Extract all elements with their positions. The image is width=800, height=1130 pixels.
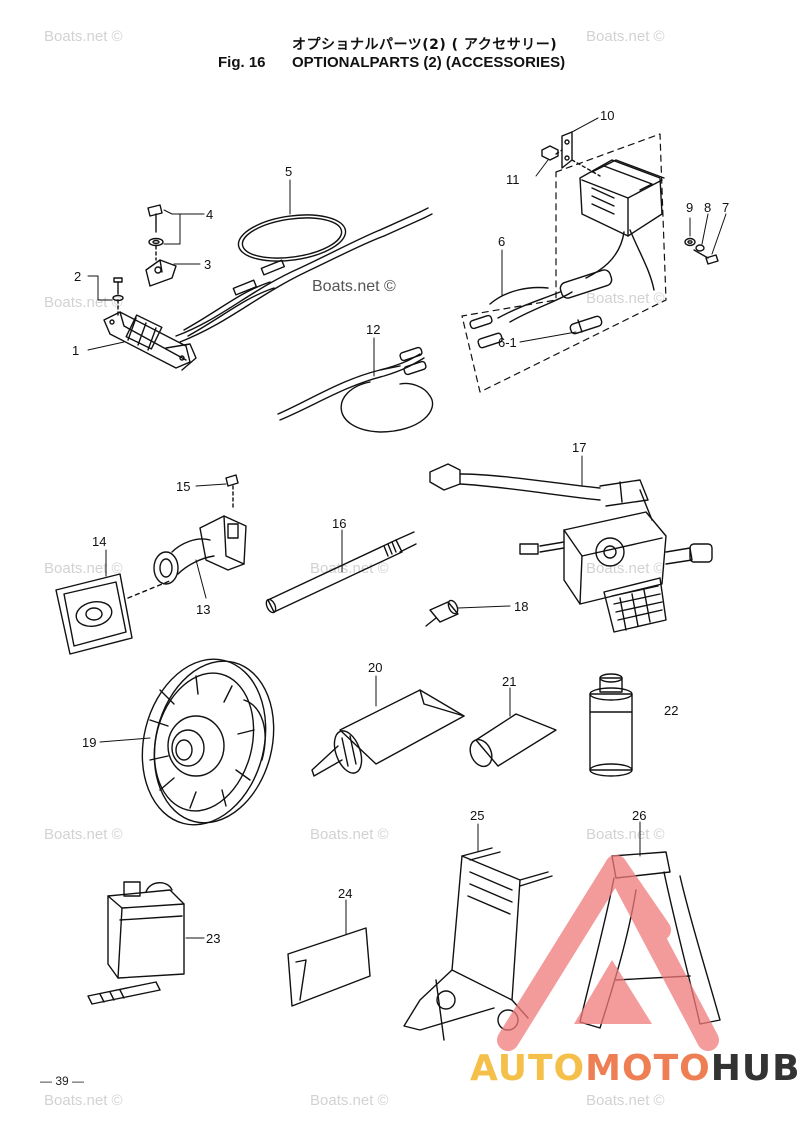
callout-26: 26 — [632, 808, 646, 823]
callout-20: 20 — [368, 660, 382, 675]
callout-4: 4 — [206, 207, 213, 222]
part-6-rectifier — [469, 159, 665, 349]
automotohub-logo: AUTOMOTOHUB — [470, 1048, 800, 1089]
title-japanese: オプショナルパーツ(2) ( アクセサリー) — [292, 37, 558, 53]
part-11-nut — [541, 145, 563, 161]
part-22-can — [589, 673, 633, 777]
logo-text-hub: HUB — [710, 1048, 800, 1089]
part-5-wire-harness — [175, 207, 433, 343]
part-17-remote-control — [429, 463, 713, 633]
part-6-1-fuse — [569, 315, 603, 335]
part-14-grommet-plate — [55, 573, 173, 655]
callout-3: 3 — [204, 257, 211, 272]
callout-21: 21 — [502, 674, 516, 689]
page-number: — 39 — — [40, 1074, 85, 1088]
watermark: Boats.net © — [44, 826, 123, 843]
callout-9: 9 — [686, 200, 693, 215]
watermark: Boats.net © — [586, 28, 665, 45]
callout-13: 13 — [196, 602, 210, 617]
watermark: Boats.net © — [310, 560, 389, 577]
callout-6: 6 — [498, 234, 505, 249]
logo-text-auto: AUTO — [470, 1048, 586, 1089]
callout-19: 19 — [82, 735, 96, 750]
watermark: Boats.net © — [44, 28, 123, 45]
part-18-connector — [425, 599, 459, 627]
watermark: Boats.net © — [586, 290, 665, 307]
callout-14: 14 — [92, 534, 106, 549]
callout-8: 8 — [704, 200, 711, 215]
watermark-center: Boats.net © — [312, 278, 396, 295]
part-3-clamp — [145, 259, 177, 287]
figure-label: Fig. 16 — [218, 54, 266, 71]
callout-17: 17 — [572, 440, 586, 455]
callout-7: 7 — [722, 200, 729, 215]
callout-1: 1 — [72, 343, 79, 358]
callout-24: 24 — [338, 886, 352, 901]
watermark: Boats.net © — [586, 1092, 665, 1109]
part-21-small-tube — [469, 713, 557, 768]
callout-10: 10 — [600, 108, 614, 123]
part-13-adapter — [153, 515, 247, 585]
callout-15: 15 — [176, 479, 190, 494]
watermark: Boats.net © — [44, 294, 123, 311]
watermark: Boats.net © — [44, 1092, 123, 1109]
part-8-washer — [695, 244, 705, 252]
logo-inner-triangle — [574, 960, 652, 1024]
part-2-screw — [112, 277, 124, 317]
callout-22: 22 — [664, 703, 678, 718]
part-4-screw-washer — [147, 204, 164, 261]
part-1-terminal-block — [103, 311, 197, 371]
part-20-tube — [311, 689, 465, 777]
callout-6-1: 6-1 — [498, 335, 517, 350]
title-english: OPTIONALPARTS (2) (ACCESSORIES) — [292, 54, 566, 71]
part-10-bracket — [561, 131, 601, 177]
group-6-outline — [461, 133, 667, 393]
callout-12: 12 — [366, 322, 380, 337]
callout-2: 2 — [74, 269, 81, 284]
part-12-wire — [277, 346, 434, 433]
leader-lines — [87, 117, 727, 939]
part-25-cart — [403, 847, 553, 1041]
part-24-manual — [287, 927, 371, 1007]
callout-11: 11 — [506, 172, 520, 187]
part-23-jug — [87, 881, 185, 1005]
callout-5: 5 — [285, 164, 292, 179]
part-15-screw — [225, 474, 239, 511]
watermark: Boats.net © — [44, 560, 123, 577]
part-7-bolt — [693, 249, 719, 265]
part-9-washer — [684, 237, 696, 247]
watermark: Boats.net © — [586, 826, 665, 843]
callout-25: 25 — [470, 808, 484, 823]
watermark: Boats.net © — [586, 560, 665, 577]
callout-23: 23 — [206, 931, 220, 946]
callout-16: 16 — [332, 516, 346, 531]
logo-text-moto: MOTO — [585, 1048, 711, 1089]
part-16-shaft — [265, 531, 417, 614]
part-19-pulley — [141, 658, 275, 826]
watermark: Boats.net © — [310, 826, 389, 843]
logo-triangle — [497, 855, 719, 1051]
watermark: Boats.net © — [310, 1092, 389, 1109]
callout-18: 18 — [514, 599, 528, 614]
